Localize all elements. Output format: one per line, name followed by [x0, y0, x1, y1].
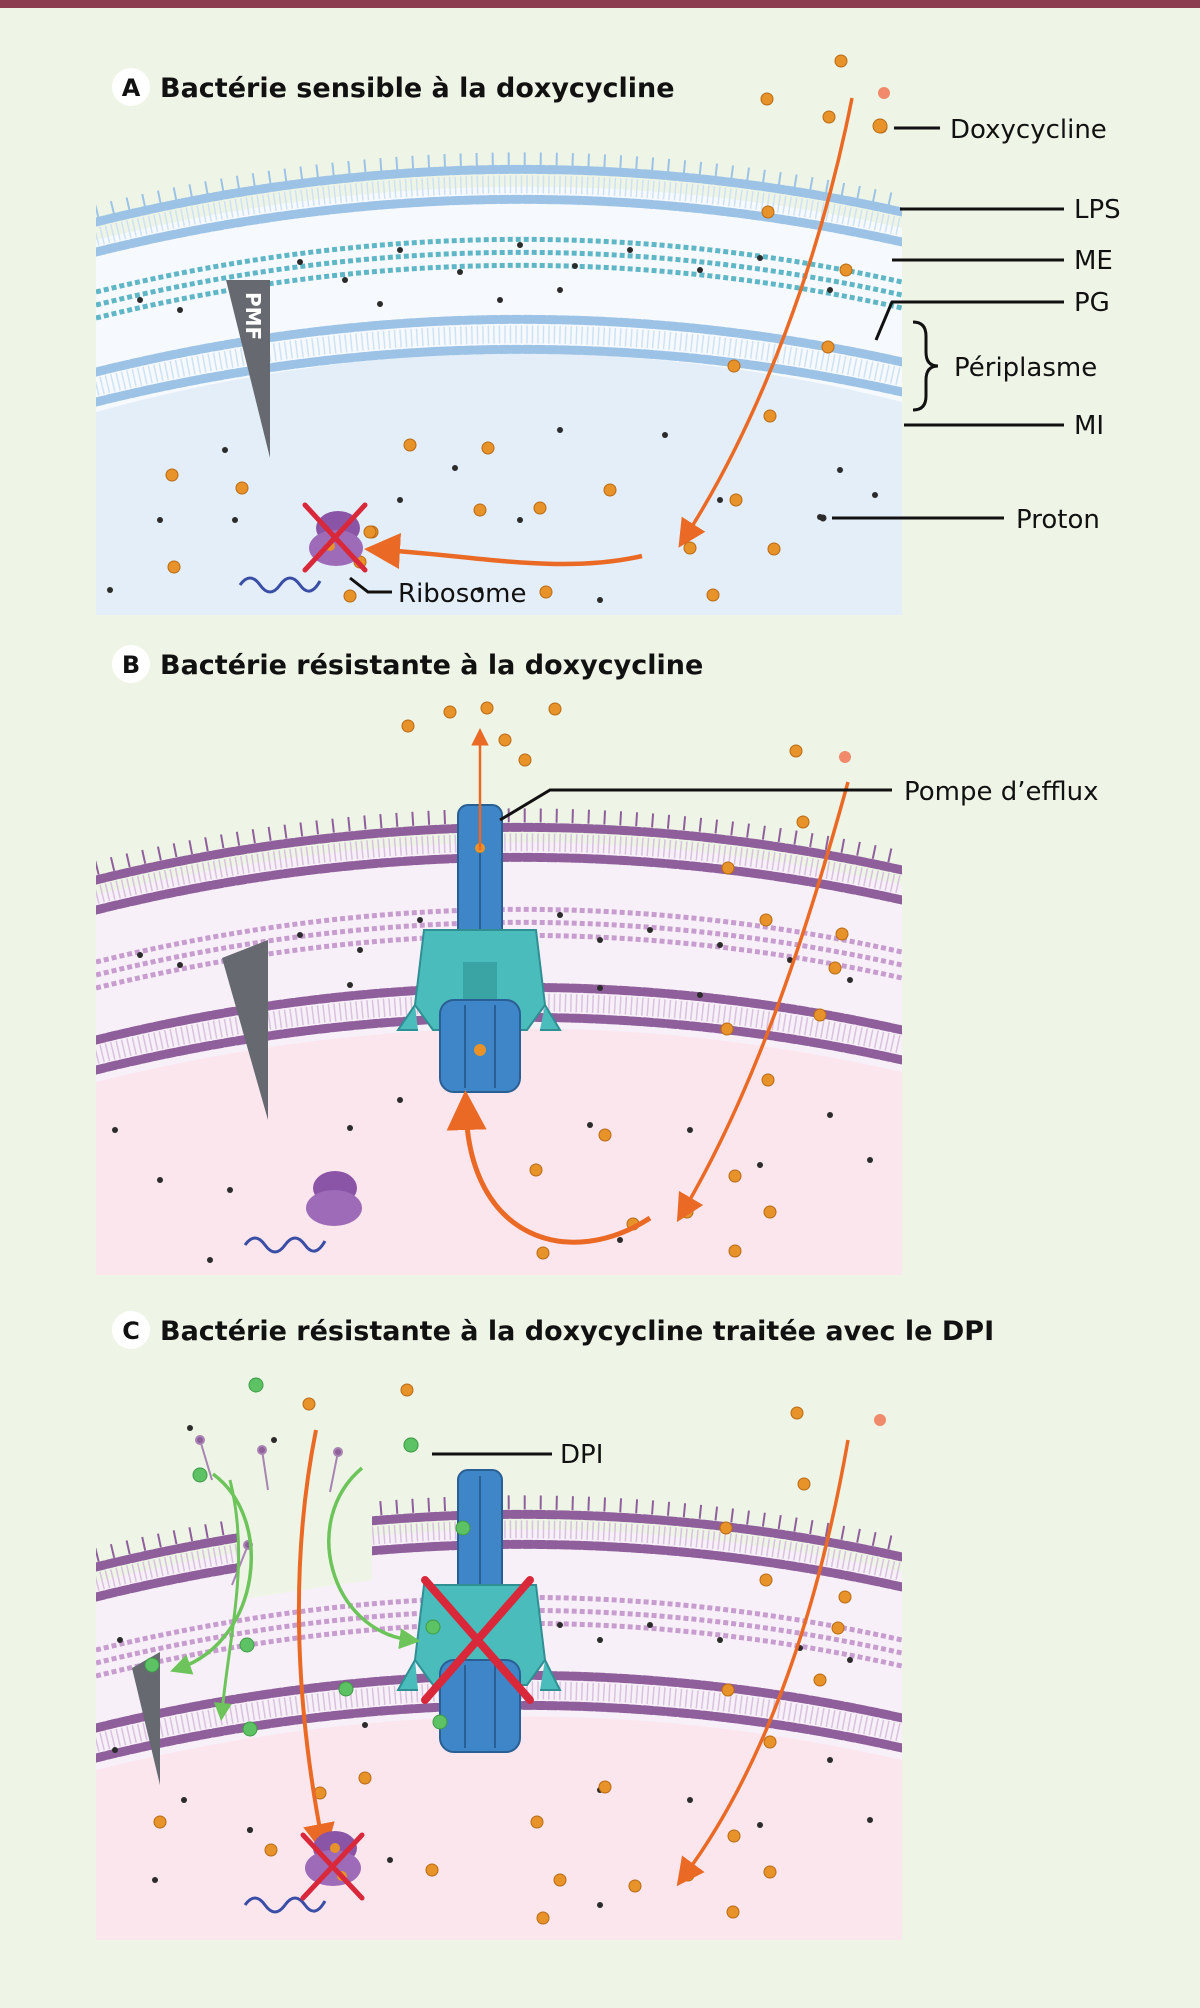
efflux-pump-leader-line [499, 788, 892, 822]
dpi-arrow-to-pump [327, 1466, 421, 1650]
panel-a-inner-membrane-tails [96, 325, 902, 396]
panel-a-inner-membrane-top [96, 314, 902, 377]
panel-c-doxycycline-entry-arrow-right [676, 1439, 850, 1887]
pmf-label: PMF [241, 292, 265, 340]
pmf-gradient-wedge [226, 280, 270, 458]
efflux-pump-label: Pompe d’efflux [904, 777, 1099, 807]
panel-c-membrane-gap [238, 1490, 372, 1600]
panel-b-heading: B Bactérie résistante à la doxycycline [112, 645, 703, 683]
dpi-legend-molecule [403, 1437, 419, 1453]
panel-a-letter: A [122, 74, 141, 102]
panel-a-cytoplasm [96, 352, 902, 615]
doxycycline-label: Doxycycline [950, 115, 1107, 145]
panel-a-heading: A Bactérie sensible à la doxycycline [112, 68, 675, 106]
panel-c-pmf-wedge [132, 1652, 160, 1785]
mi-label: MI [1074, 411, 1104, 441]
proton-legend-dot [819, 514, 827, 522]
panel-c-ribosome-blocked-cross [300, 1832, 365, 1901]
panel-b-badge [112, 645, 150, 683]
pump-inhibited-cross [421, 1576, 534, 1704]
panel-a-doxycycline-to-ribosome-arrow [364, 533, 643, 569]
panel-a-outer-membrane-tails [96, 175, 902, 246]
efflux-pump [396, 804, 562, 1093]
ribosome-leader-line [349, 576, 392, 594]
doxycycline-legend-molecule [872, 118, 888, 134]
panel-a: PMF [96, 54, 902, 615]
panel-a-ribosome-blocked-cross [302, 502, 368, 573]
panel-b-legend: Pompe d’efflux [499, 777, 1099, 822]
panel-b-letter: B [122, 651, 140, 679]
periplasm-label: Périplasme [954, 353, 1097, 383]
dpi-arrow-left-2 [213, 1479, 241, 1721]
proton-label: Proton [1016, 505, 1100, 535]
ribosome-label: Ribosome [398, 579, 526, 609]
me-label: ME [1074, 246, 1113, 276]
panel-b-title: Bactérie résistante à la doxycycline [160, 650, 703, 681]
doxycycline-entering-molecule [878, 87, 890, 99]
panel-c-badge [112, 1311, 150, 1349]
panel-b-protons [112, 912, 873, 1263]
panel-b-doxycycline-entry-arrow [676, 781, 850, 1223]
panel-b-doxycycline-entering [839, 751, 851, 763]
pg-label: PG [1074, 288, 1110, 318]
panel-a-doxycycline [165, 54, 888, 603]
panel-b-ribosome [243, 1171, 362, 1254]
panel-a-title: Bactérie sensible à la doxycycline [160, 73, 675, 104]
lps-label: LPS [1074, 195, 1121, 225]
panel-a-inner-membrane-bottom [96, 344, 902, 407]
panel-a-legend: Doxycycline LPS ME PG Périplasme MI Prot… [349, 115, 1121, 609]
panel-b [96, 701, 902, 1275]
panel-a-outer-membrane-top [96, 164, 902, 227]
panel-c [96, 1377, 902, 1940]
panel-c-heading: C Bactérie résistante à la doxycycline t… [112, 1311, 994, 1349]
panel-c-doxycycline-entering [874, 1414, 886, 1426]
panel-c-doxycycline [153, 1383, 852, 1925]
top-border-bar [0, 0, 1200, 8]
panel-a-doxycycline-entry-arrow [678, 97, 854, 548]
panel-c-detached-lipids [195, 1435, 343, 1586]
panel-c-doxycycline-entry-arrow-left [296, 1429, 335, 1856]
panel-a-badge [112, 68, 150, 106]
pg-leader-line [874, 300, 1064, 341]
panel-b-pmf-wedge [222, 940, 268, 1120]
panel-b-doxycycline-to-pump-arrow [446, 1090, 652, 1245]
dpi-label: DPI [560, 1440, 603, 1470]
periplasm-bracket [912, 320, 939, 412]
panel-c-title: Bactérie résistante à la doxycycline tra… [160, 1316, 994, 1347]
panel-a-protons [107, 242, 878, 603]
panel-c-letter: C [122, 1317, 140, 1345]
panel-a-outer-membrane-bottom [96, 194, 902, 257]
panel-c-legend: DPI [432, 1440, 603, 1470]
